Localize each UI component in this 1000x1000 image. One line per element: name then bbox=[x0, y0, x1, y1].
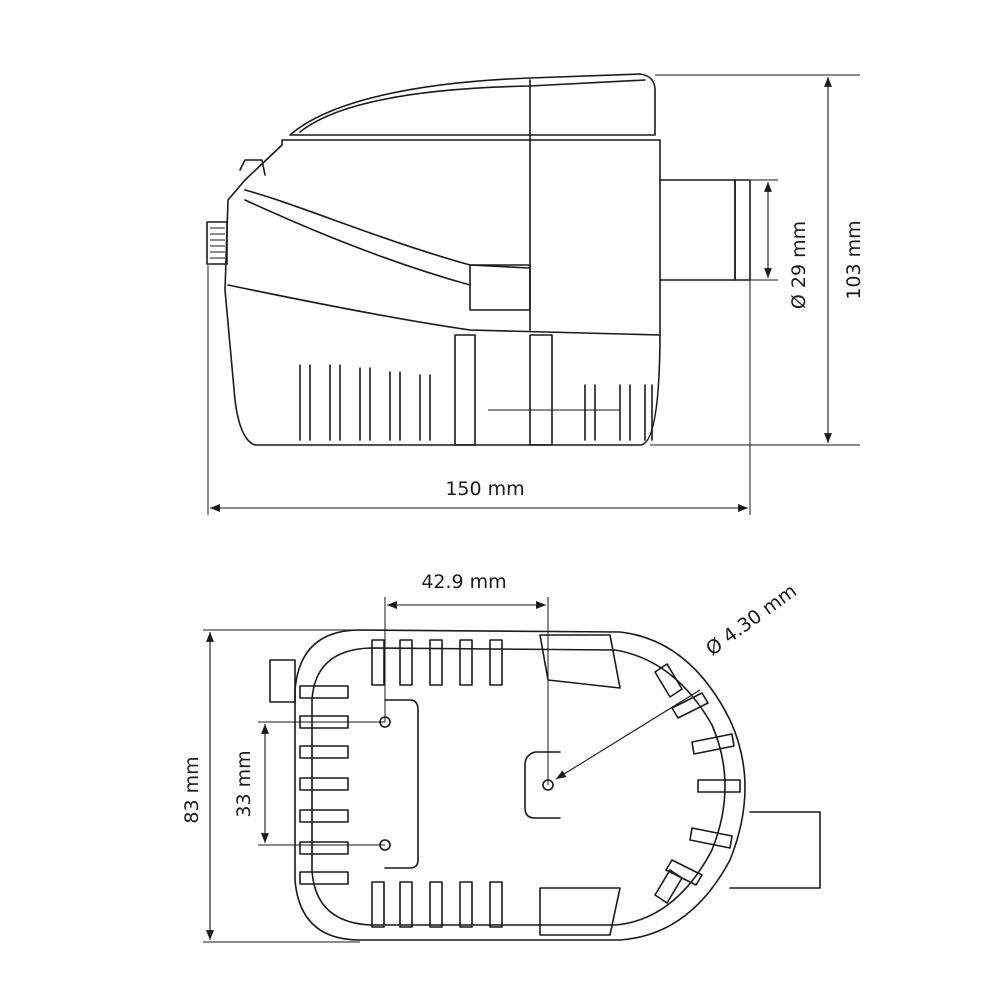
width-label: 150 mm bbox=[445, 478, 524, 500]
hole-spacing-vertical-label: 33 mm bbox=[233, 750, 255, 817]
bottom-vents bbox=[299, 639, 741, 928]
depth-label: 83 mm bbox=[181, 756, 203, 823]
side-vents bbox=[299, 364, 653, 441]
dimension-outlet-diameter: Ø 29 mm bbox=[750, 179, 810, 309]
dimension-width: 150 mm bbox=[207, 265, 751, 515]
bottom-view: 83 mm 33 mm 42.9 mm Ø 4.30 mm bbox=[181, 571, 821, 943]
dimension-depth: 83 mm bbox=[181, 629, 360, 943]
hole-spacing-horizontal-label: 42.9 mm bbox=[421, 571, 506, 593]
dimension-hole-spacing-horizontal: 42.9 mm bbox=[384, 571, 549, 785]
pump-body-bottom bbox=[269, 629, 821, 941]
dimension-hole-spacing-vertical: 33 mm bbox=[233, 721, 385, 846]
side-view: 150 mm 103 mm Ø 29 mm bbox=[206, 73, 865, 515]
dimension-hole-diameter: Ø 4.30 mm bbox=[555, 580, 801, 780]
height-label: 103 mm bbox=[843, 220, 865, 299]
pump-body-side bbox=[206, 73, 751, 446]
hole-diameter-label: Ø 4.30 mm bbox=[702, 580, 801, 660]
dimension-height: 103 mm bbox=[650, 74, 865, 446]
outlet-diameter-label: Ø 29 mm bbox=[788, 221, 810, 309]
